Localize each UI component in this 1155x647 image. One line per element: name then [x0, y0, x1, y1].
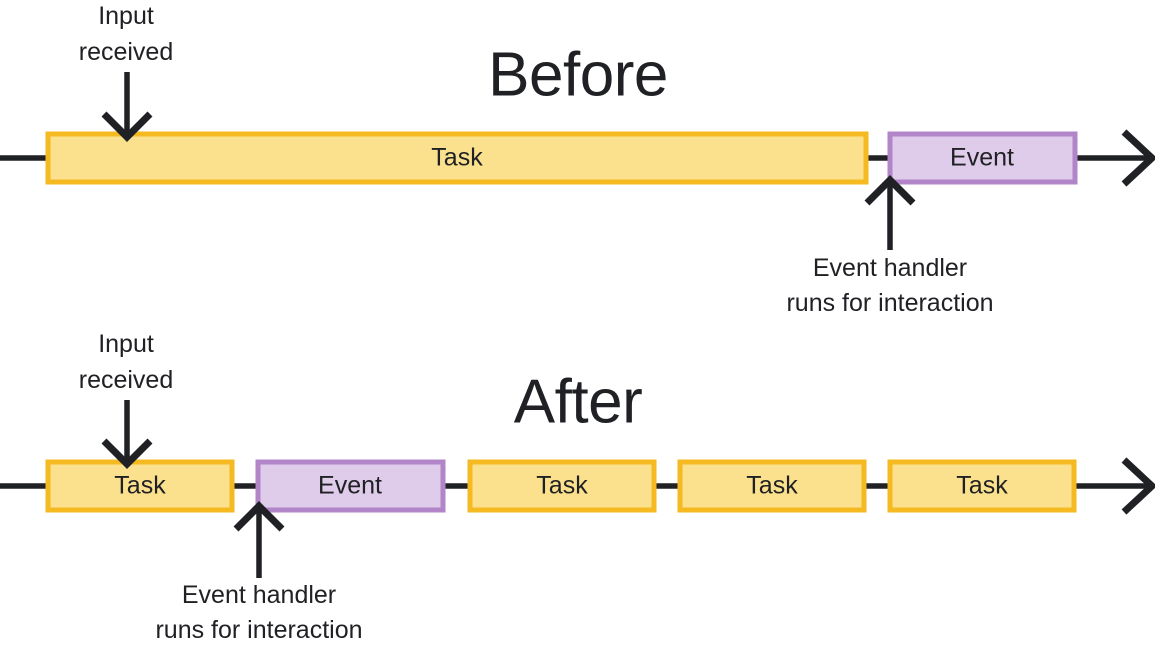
block-before-task[interactable]: Task — [45, 131, 869, 185]
task-block-label: Task — [746, 472, 798, 500]
annotation-line-2: runs for interaction — [786, 289, 993, 317]
event-block-rect — [255, 459, 446, 513]
task-block-label: Task — [536, 472, 588, 500]
task-block-rect — [677, 459, 867, 513]
block-after-task-2[interactable]: Task — [467, 459, 657, 513]
block-after-event[interactable]: Event — [255, 459, 446, 513]
annotation-line-1: Input — [98, 2, 154, 30]
annotation-line-1: Event handler — [813, 254, 967, 282]
arrow-up-icon — [233, 501, 285, 532]
task-block-rect — [45, 459, 235, 513]
annotation-line-1: Event handler — [182, 581, 336, 609]
event-block-rect — [887, 131, 1078, 185]
annotation-after-input-received: Input received — [79, 330, 174, 469]
panel-after-title: After — [514, 367, 642, 436]
timeline-arrowhead-before-icon — [1121, 129, 1155, 187]
arrow-down-icon — [101, 438, 153, 469]
arrow-down-icon — [101, 111, 153, 142]
panel-after: After Task Event Task — [0, 330, 1155, 644]
block-before-event[interactable]: Event — [887, 131, 1078, 185]
panel-before: Before Task Event Input received — [0, 2, 1155, 317]
annotation-line-2: runs for interaction — [155, 616, 362, 644]
block-after-task-3[interactable]: Task — [677, 459, 867, 513]
task-block-label: Task — [431, 144, 483, 172]
annotation-before-event-handler: Event handler runs for interaction — [786, 175, 994, 317]
task-block-label: Task — [956, 472, 1008, 500]
annotation-after-event-handler: Event handler runs for interaction — [155, 501, 363, 644]
block-after-task-4[interactable]: Task — [887, 459, 1077, 513]
task-block-label: Task — [114, 472, 166, 500]
panel-before-title: Before — [488, 40, 668, 109]
event-block-label: Event — [950, 144, 1014, 172]
task-block-rect — [45, 131, 869, 185]
annotation-line-2: received — [79, 366, 174, 394]
annotation-line-2: received — [79, 38, 174, 66]
timeline-arrowhead-after-icon — [1121, 457, 1155, 515]
annotation-before-input-received: Input received — [79, 2, 174, 142]
arrow-up-icon — [864, 175, 916, 206]
annotation-line-1: Input — [98, 330, 154, 358]
task-block-rect — [887, 459, 1077, 513]
block-after-task-1[interactable]: Task — [45, 459, 235, 513]
task-block-rect — [467, 459, 657, 513]
event-block-label: Event — [318, 472, 382, 500]
